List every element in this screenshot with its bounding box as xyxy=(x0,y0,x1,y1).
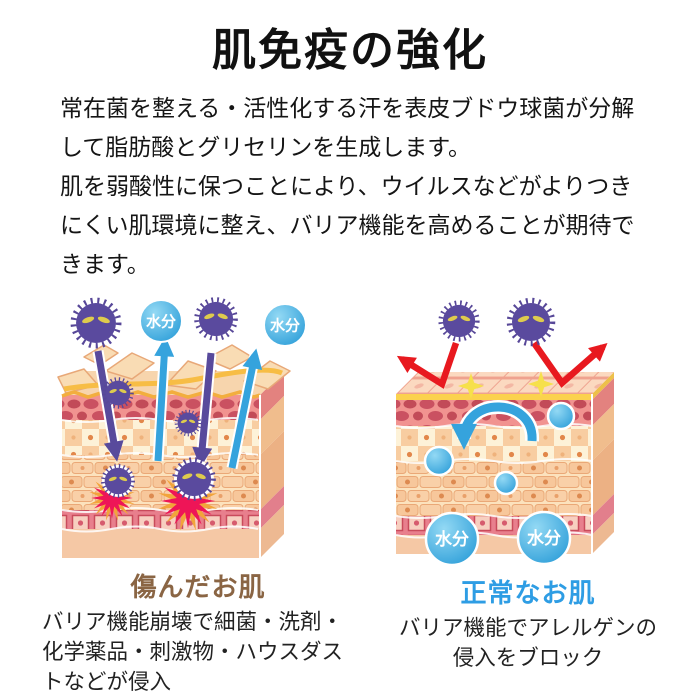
moisture-dots xyxy=(423,401,576,496)
moisture-label: 水分 xyxy=(527,528,561,549)
damaged-skin-figure: 水分 水分 傷んだお肌 バリア機能崩壊で細菌・洗剤・化学薬品・刺激物・ハウスダス… xyxy=(42,293,354,698)
damaged-skin-caption: 傷んだお肌 xyxy=(130,573,266,603)
virus-icon xyxy=(73,300,118,345)
figures-row: 水分 水分 傷んだお肌 バリア機能崩壊で細菌・洗剤・化学薬品・刺激物・ハウスダス… xyxy=(42,293,700,698)
moisture-label: 水分 xyxy=(146,312,176,330)
block-arrows xyxy=(396,341,608,389)
moisture-label: 水分 xyxy=(270,316,300,334)
damaged-skin-description: バリア機能崩壊で細菌・洗剤・化学薬品・刺激物・ハウスダストなどが侵入 xyxy=(42,610,344,695)
skin-side-face xyxy=(592,372,614,554)
damaged-skin-diagram: 水分 水分 xyxy=(57,293,307,558)
normal-skin-figure: 水分 水分 正常なお肌 バリア機能でアレルゲンの侵入をブロック xyxy=(384,293,672,674)
moisture-circle: 水分 xyxy=(516,510,572,566)
intro-paragraph-1: 常在菌を整える・活性化する汗を表皮ブドウ球菌が分解して脂肪酸とグリセリンを生成し… xyxy=(60,96,635,161)
moisture-escape-arrows xyxy=(152,336,263,470)
moisture-circle: 水分 xyxy=(263,303,307,347)
intro-text: 常在菌を整える・活性化する汗を表皮ブドウ球菌が分解して脂肪酸とグリセリンを生成し… xyxy=(60,90,642,285)
page-title: 肌免疫の強化 xyxy=(212,25,488,76)
skin-side-face xyxy=(260,371,284,558)
moisture-circle: 水分 xyxy=(139,299,183,343)
virus-icon xyxy=(197,300,236,339)
moisture-label: 水分 xyxy=(435,529,469,550)
intro-paragraph-2: 肌を弱酸性に保つことにより、ウイルスなどがよりつきにくい肌環境に整え、バリア機能… xyxy=(60,174,635,278)
virus-icon xyxy=(441,303,478,340)
normal-skin-caption: 正常なお肌 xyxy=(460,579,596,609)
normal-skin-diagram: 水分 水分 xyxy=(395,293,614,567)
moisture-circle: 水分 xyxy=(424,511,480,567)
virus-icon xyxy=(510,301,553,344)
circulation-arrow xyxy=(451,400,539,450)
normal-skin-description: バリア機能でアレルゲンの侵入をブロック xyxy=(398,616,657,671)
